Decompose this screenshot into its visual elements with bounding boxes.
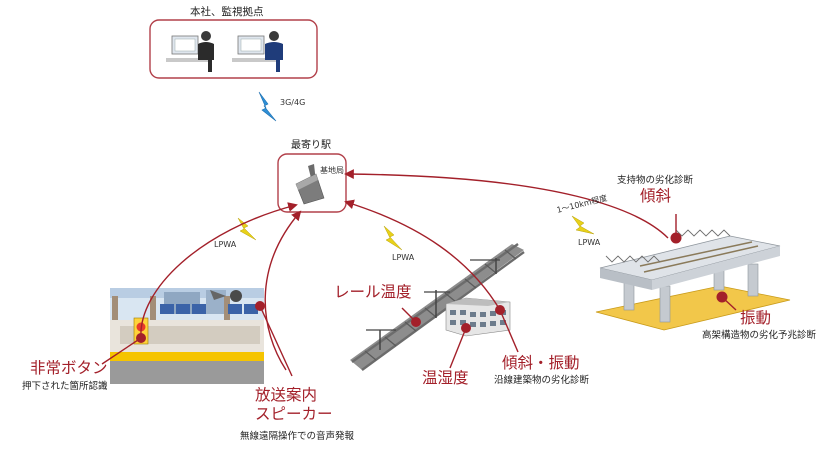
- temp-humidity-title: 温湿度: [422, 369, 469, 387]
- link-line-tilt-vibration: [344, 199, 501, 311]
- lpwa-lightning-icon: [383, 225, 403, 251]
- tilt-vibration-title: 傾斜・振動: [502, 354, 580, 372]
- link-line-emergency-button: [140, 202, 298, 339]
- emergency-button-title: 非常ボタン: [30, 359, 108, 377]
- sensor-point-vibration: [716, 291, 728, 303]
- base-station-antenna-icon: [295, 164, 325, 205]
- leader-line-emergency-button: [101, 337, 142, 365]
- tilt-caption: 支持物の劣化診断: [617, 175, 694, 186]
- sensor-point-speaker: [255, 301, 265, 311]
- vibration-caption: 高架構造物の劣化予兆診断: [702, 330, 817, 341]
- speaker-title-line1: 放送案内: [255, 386, 318, 404]
- bridge-illustration: [595, 229, 791, 331]
- emergency-button-caption: 押下された箇所認識: [22, 381, 108, 392]
- hq-box: [149, 19, 318, 79]
- leader-line-speaker: [259, 305, 293, 377]
- rail-temp-title: レール温度: [334, 283, 412, 301]
- workstation-icon: [166, 31, 214, 72]
- workstation-icon: [232, 31, 283, 72]
- lpwa-label-mid: LPWA: [392, 253, 415, 262]
- station-box: [277, 153, 347, 213]
- railway-illustration: [350, 243, 525, 371]
- cellular-lightning-icon: [258, 91, 277, 122]
- leader-line-temp-humidity: [449, 327, 467, 369]
- link-line-bridge: [344, 169, 669, 239]
- link-line-speaker: [264, 210, 302, 371]
- station-title: 最寄り駅: [291, 140, 331, 151]
- hq-title: 本社、監視拠点: [190, 6, 264, 18]
- speaker-caption: 無線遠隔操作での音声発報: [240, 431, 355, 442]
- sensor-point-tilt: [670, 232, 682, 244]
- base-station-label: 基地局: [320, 166, 344, 175]
- sensor-point-emergency-button: [136, 333, 146, 343]
- tilt-vibration-caption: 沿線建築物の劣化診断: [494, 375, 590, 386]
- speaker-title-line2: スピーカー: [255, 405, 333, 423]
- vibration-title: 振動: [740, 309, 772, 327]
- leader-line-tilt-vibration: [499, 309, 519, 353]
- sensor-point-tilt-vibration: [495, 305, 505, 315]
- sensor-point-temp-humidity: [461, 323, 471, 333]
- sensor-point-rail-temp: [411, 317, 421, 327]
- lpwa-label-left: LPWA: [214, 240, 237, 249]
- lpwa-lightning-icon: [571, 215, 595, 235]
- building-illustration: [445, 297, 511, 337]
- lpwa-label-right: LPWA: [578, 238, 601, 247]
- tilt-title: 傾斜: [640, 187, 672, 205]
- speaker-icon: [210, 290, 242, 302]
- platform-illustration: [110, 288, 264, 384]
- cellular-label: 3G/4G: [280, 98, 306, 107]
